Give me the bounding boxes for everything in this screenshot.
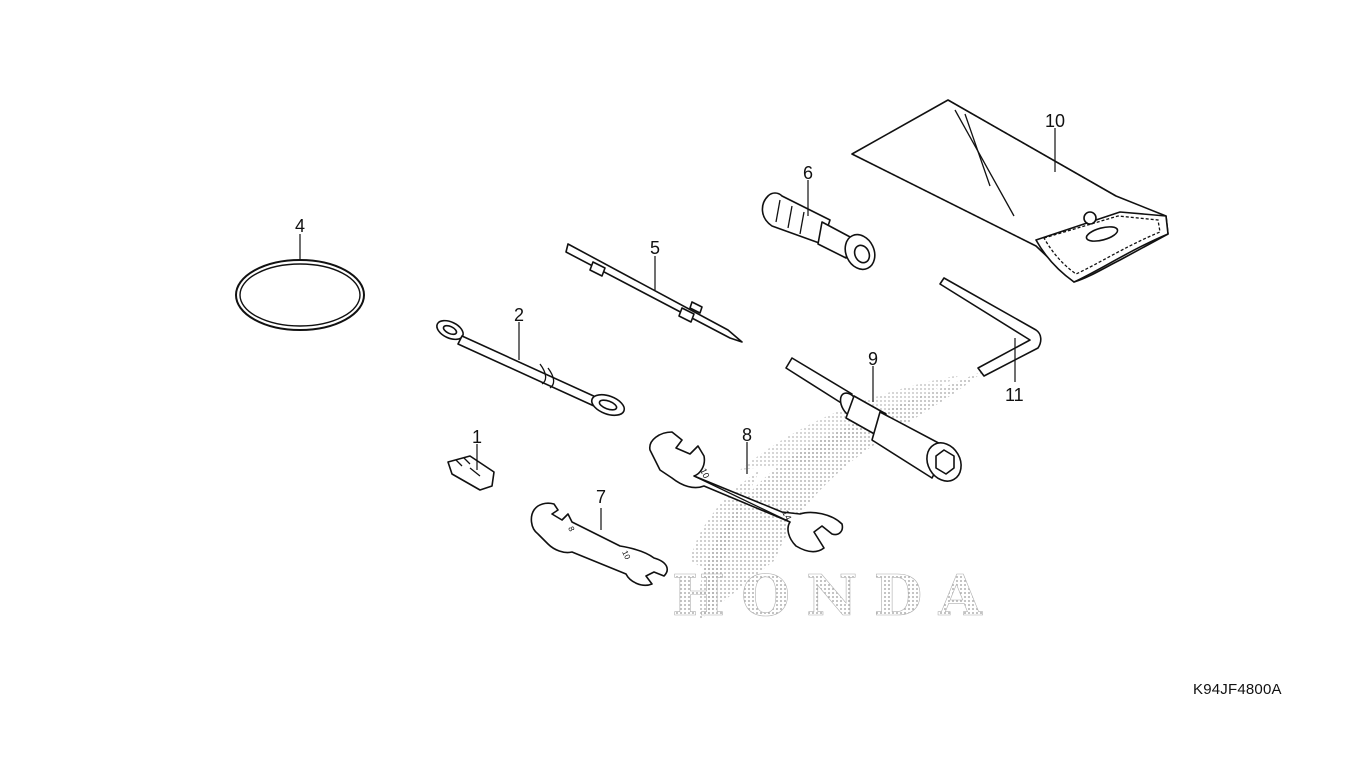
- leader-lines: [299, 128, 1056, 530]
- honda-wordmark: HONDA: [672, 563, 984, 629]
- wrench-part-7: 8 10: [530, 502, 668, 587]
- strap-part-2: [436, 319, 626, 417]
- wrench-8-small-mark: 10: [698, 467, 711, 480]
- wrench-part-8: 10 14: [649, 431, 844, 553]
- callout-2: 2: [514, 305, 524, 325]
- screwdriver-part-5: [565, 243, 743, 343]
- wrench-7-small-mark: 8: [566, 525, 576, 533]
- callout-9: 9: [868, 349, 878, 369]
- screwdriver-handle-part-6: [761, 192, 876, 271]
- callout-7: 7: [596, 487, 606, 507]
- callout-10: 10: [1045, 111, 1065, 131]
- clip-part-1: [447, 455, 495, 491]
- diagram-code: K94JF4800A: [1193, 681, 1282, 698]
- callout-4: 4: [295, 216, 305, 236]
- callout-6: 6: [803, 163, 813, 183]
- callout-1: 1: [472, 427, 482, 447]
- hex-key-part-11: [939, 277, 1042, 377]
- callout-5: 5: [650, 238, 660, 258]
- callout-11: 11: [1005, 385, 1024, 405]
- callout-8: 8: [742, 425, 752, 445]
- tool-bag-part-10: [851, 99, 1169, 283]
- wrench-7-large-mark: 10: [620, 549, 632, 561]
- socket-wrench-part-9: [785, 357, 962, 482]
- wrench-8-large-mark: 14: [780, 509, 793, 522]
- o-ring-part-4: [235, 259, 365, 331]
